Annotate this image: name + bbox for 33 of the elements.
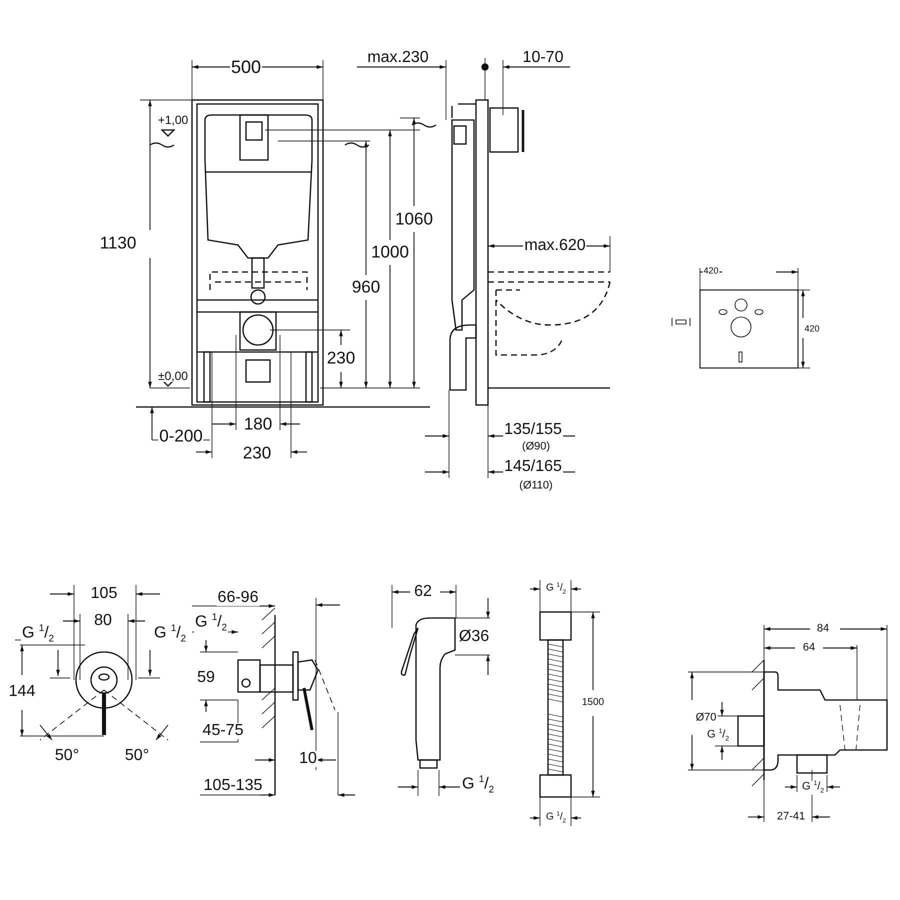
dimension-label: G $^{1}$/$_{2}$ xyxy=(706,728,730,744)
dimension-label: 230 xyxy=(326,350,356,366)
dimension-label: G $^{1}$/$_{2}$ xyxy=(460,774,496,796)
dimension-label: 960 xyxy=(350,278,382,296)
dimension-label: 1060 xyxy=(394,210,434,228)
dimension-label: 420 xyxy=(803,324,821,334)
dimension-label: 145/165 xyxy=(503,459,563,475)
dimension-label: 180 xyxy=(242,416,274,432)
dimension-label: G $^{1}$/$_{2}$ xyxy=(152,624,188,644)
dimension-label: (Ø110) xyxy=(518,480,554,492)
dimension-label: G $^{1}$/$_{2}$ xyxy=(544,811,568,825)
dimension-label: 1500 xyxy=(580,698,606,708)
dimension-label: 66-96 xyxy=(216,590,260,606)
dimension-label: 1000 xyxy=(370,244,410,260)
dimension-label: 84 xyxy=(816,624,830,634)
dimension-label: 27-41 xyxy=(776,812,806,822)
dimension-label: 230 xyxy=(242,444,272,462)
dimension-label: (Ø90) xyxy=(520,442,552,452)
dimension-label: 420 xyxy=(702,266,720,276)
dimension-label: 135/155 xyxy=(503,422,563,438)
dimension-label: G $^{1}$/$_{2}$ xyxy=(194,612,228,634)
dimension-label: 10 xyxy=(298,751,318,767)
dimension-label: 500 xyxy=(230,58,262,76)
dimension-label: 1130 xyxy=(98,234,138,252)
dimension-label: ±0,00 xyxy=(157,370,189,382)
dimension-label: G $^{1}$/$_{2}$ xyxy=(20,624,56,644)
dimension-label: 64 xyxy=(802,642,816,654)
dimension-label: Ø70 xyxy=(694,712,718,724)
dimension-label: 45-75 xyxy=(202,723,244,739)
dimension-label: 0-200 xyxy=(158,428,204,444)
dimension-label: +1,00 xyxy=(156,114,190,126)
dimension-label: G $^{1}$/$_{2}$ xyxy=(544,582,568,596)
dimension-label: G $^{1}$/$_{2}$ xyxy=(800,780,826,796)
